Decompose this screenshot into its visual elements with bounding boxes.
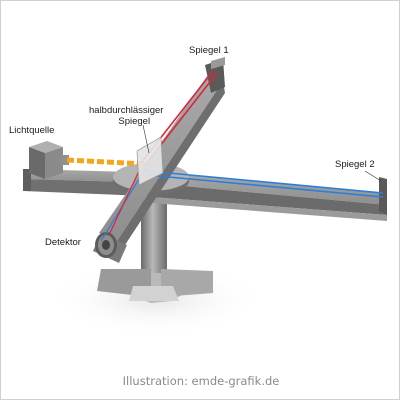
label-lichtquelle: Lichtquelle: [9, 125, 55, 136]
label-spiegel-2: Spiegel 2: [335, 159, 375, 170]
image-credit: Illustration: emde-grafik.de: [122, 374, 280, 388]
light-source: [29, 141, 69, 179]
label-halbdurchlaessiger-spiegel: halbdurchlässiger Spiegel: [89, 105, 163, 127]
beam-splitter: [136, 136, 164, 186]
label-halbdurch-line2: Spiegel: [118, 116, 151, 127]
mirror-2-bracket: [379, 177, 387, 215]
bench-arm-right: [151, 171, 387, 221]
label-halbdurch-line1: halbdurchlässiger: [89, 105, 164, 116]
beam-yellow: [66, 157, 146, 167]
stand: [97, 201, 213, 303]
leader-lines: [142, 124, 382, 182]
label-detektor: Detektor: [45, 237, 81, 248]
label-spiegel-1: Spiegel 1: [189, 45, 229, 56]
